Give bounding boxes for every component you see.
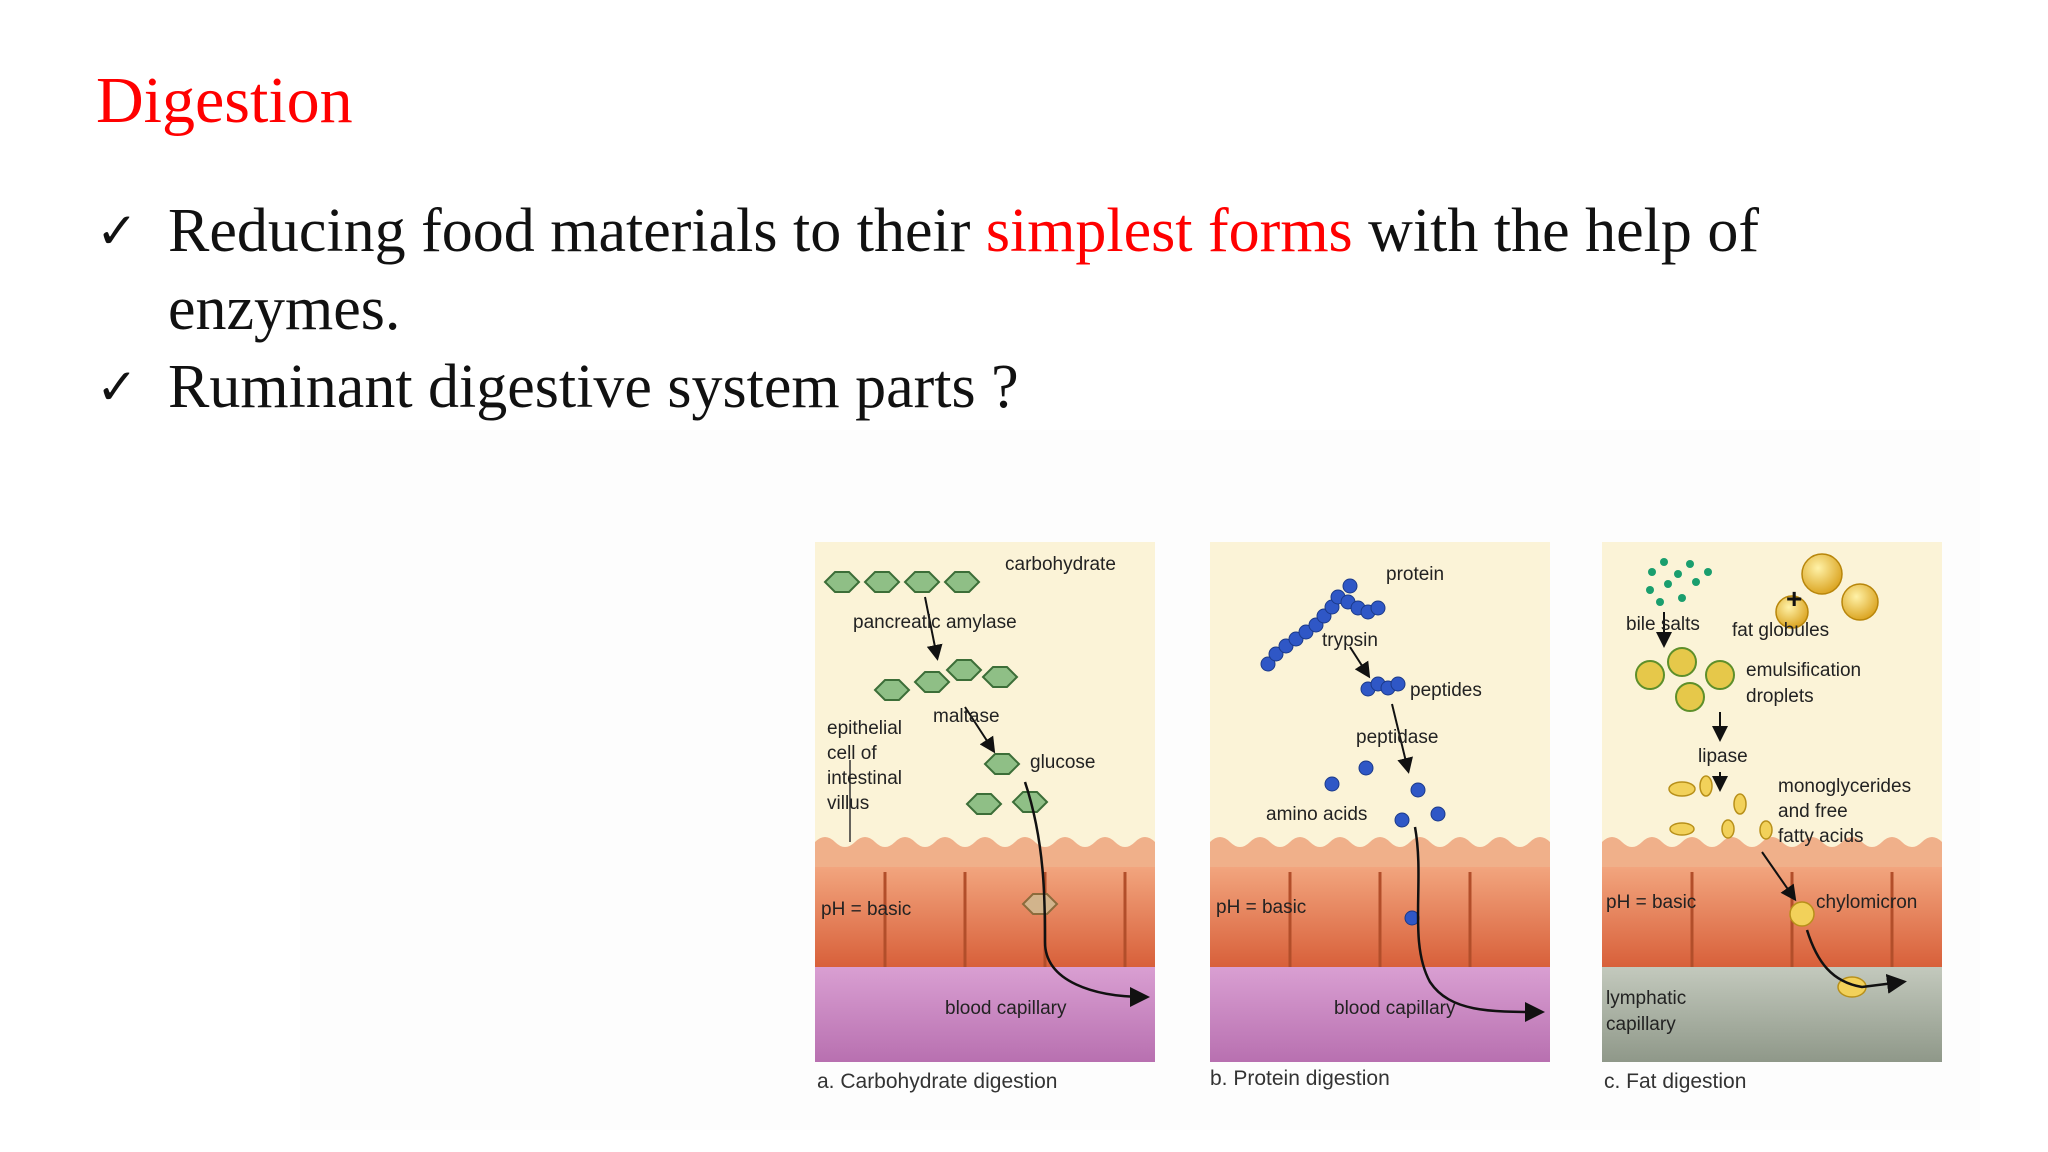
bullet-text: Ruminant digestive system parts ? <box>168 348 1916 426</box>
bullet-list: ✓ Reducing food materials to their simpl… <box>96 192 1916 426</box>
label-products-3: fatty acids <box>1778 826 1864 847</box>
label-ph: pH = basic <box>821 899 911 920</box>
microvilli <box>815 837 1155 872</box>
label-plus: + <box>1786 583 1802 614</box>
label-peptides: peptides <box>1410 680 1482 701</box>
bullet-item: ✓ Reducing food materials to their simpl… <box>96 192 1916 348</box>
label-protein: protein <box>1386 564 1444 585</box>
microvilli <box>1210 837 1550 872</box>
caption-carbohydrate: a. Carbohydrate digestion <box>817 1070 1058 1094</box>
label-fat-globules: fat globules <box>1732 620 1829 641</box>
label-cell-3: intestinal <box>827 768 902 789</box>
label-vessel-2: capillary <box>1606 1014 1676 1035</box>
caption-protein: b. Protein digestion <box>1210 1067 1390 1091</box>
label-enzyme-maltase: maltase <box>933 706 1000 727</box>
caption-fat: c. Fat digestion <box>1604 1070 1746 1094</box>
label-emulsification-1: emulsification <box>1746 660 1861 681</box>
label-enzyme-trypsin: trypsin <box>1322 630 1378 651</box>
bullet-text: Reducing food materials to their simples… <box>168 192 1916 348</box>
checkmark-icon: ✓ <box>96 192 168 270</box>
label-amino-acids: amino acids <box>1266 804 1367 825</box>
label-products-1: monoglycerides <box>1778 776 1911 797</box>
checkmark-icon: ✓ <box>96 348 168 426</box>
bullet-text-pre: Reducing food materials to their <box>168 197 986 265</box>
slide-title: Digestion <box>96 68 353 134</box>
carbohydrate-panel: carbohydrate pancreatic amylase maltase … <box>815 542 1155 1062</box>
label-ph: pH = basic <box>1216 897 1306 918</box>
bullet-highlight: simplest forms <box>986 197 1353 265</box>
label-enzyme-lipase: lipase <box>1698 746 1748 767</box>
label-carbohydrate: carbohydrate <box>1005 554 1116 575</box>
label-bile-salts: bile salts <box>1626 614 1700 635</box>
bullet-item: ✓ Ruminant digestive system parts ? <box>96 348 1916 426</box>
label-cell-1: epithelial <box>827 718 902 739</box>
protein-panel: protein trypsin peptides peptidase amino… <box>1210 542 1550 1062</box>
label-ph: pH = basic <box>1606 892 1696 913</box>
label-emulsification-2: droplets <box>1746 686 1814 707</box>
label-vessel: blood capillary <box>1334 998 1456 1019</box>
label-glucose: glucose <box>1030 752 1096 773</box>
label-chylomicron: chylomicron <box>1816 892 1917 913</box>
label-enzyme-amylase: pancreatic amylase <box>853 612 1017 633</box>
digestion-figure: carbohydrate pancreatic amylase maltase … <box>300 430 1980 1130</box>
fat-panel: + bile salts fat globules emulsification… <box>1602 542 1942 1062</box>
label-cell-4: villus <box>827 793 869 814</box>
label-cell-2: cell of <box>827 743 877 764</box>
label-vessel-1: lymphatic <box>1606 988 1686 1009</box>
label-products-2: and free <box>1778 801 1848 822</box>
label-vessel: blood capillary <box>945 998 1067 1019</box>
label-enzyme-peptidase: peptidase <box>1356 727 1438 748</box>
